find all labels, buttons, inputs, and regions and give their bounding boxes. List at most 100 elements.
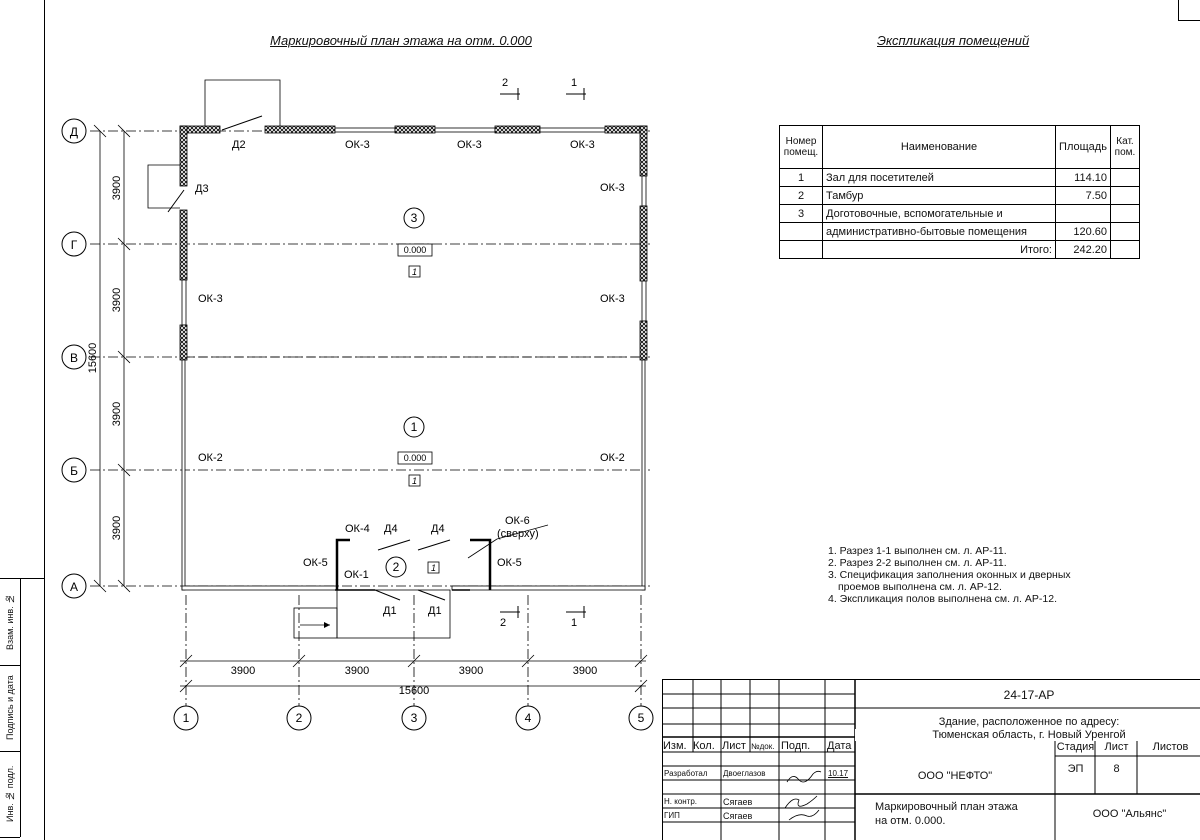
dim-row-4: 3900 xyxy=(111,516,123,540)
table-cell xyxy=(779,222,823,241)
stamp-address-1: Здание, расположенное по адресу: xyxy=(938,716,1120,728)
stamp-hdr-izm: Изм. xyxy=(663,740,687,752)
dim-row-1: 3900 xyxy=(111,176,123,200)
dim-total-h: 15600 xyxy=(399,685,430,697)
label-ok4: ОК-4 xyxy=(345,523,370,535)
table-cell: 120.60 xyxy=(1055,222,1111,241)
notes: 1. Разрез 1-1 выполнен см. л. АР-11. 2. … xyxy=(828,545,1071,605)
label-ok3-d: ОК-3 xyxy=(600,182,625,194)
side-stamp-value-col xyxy=(20,579,45,837)
table-cell-total: 242.20 xyxy=(1055,240,1111,259)
stamp-stadia-value: ЭП xyxy=(1067,763,1084,775)
side-stamp-inventory: Инв. № подл. xyxy=(0,751,20,838)
table-cell: Зал для посетителей xyxy=(822,168,1056,187)
note-2: 2. Разрез 2-2 выполнен см. л. АР-11. xyxy=(828,557,1007,569)
section-1-bottom: 1 xyxy=(571,617,577,629)
label-ok2-a: ОК-2 xyxy=(198,452,223,464)
dim-col-3: 3900 xyxy=(459,665,483,677)
table-cell: 2 xyxy=(779,186,823,205)
table-cell: 114.10 xyxy=(1055,168,1111,187)
table-cell xyxy=(1110,186,1140,205)
label-ok3-f: ОК-3 xyxy=(600,293,625,305)
left-dimensions xyxy=(93,124,648,693)
table-cell: 7.50 xyxy=(1055,186,1111,205)
stamp-gip: ГИП xyxy=(664,811,680,820)
room-2-number: 2 xyxy=(393,560,400,574)
col-header-name: Наименование xyxy=(822,125,1056,169)
stamp-nkontr: Н. контр. xyxy=(664,797,698,806)
grid-col-markers: 1 2 3 4 5 xyxy=(173,705,654,731)
label-ok6: ОК-6 xyxy=(505,515,530,527)
stamp-hdr-podp: Подп. xyxy=(781,740,811,752)
table-cell-total-label: Итого: xyxy=(822,240,1056,259)
table-cell xyxy=(1110,204,1140,223)
title-block: Изм. Кол. Лист №док. Подп. Дата Разработ… xyxy=(662,679,1200,840)
side-stamp-signature: Подпись и дата xyxy=(0,665,20,752)
grid-row-markers: Д Г В Б А xyxy=(61,118,87,599)
side-stamp: Взам. инв. № Подпись и дата Инв. № подл. xyxy=(0,578,45,838)
side-stamp-replace: Взам. инв. № xyxy=(0,579,20,666)
section-2-bottom: 2 xyxy=(500,617,506,629)
table-cell: Доготовочные, вспомогательные и xyxy=(822,204,1056,223)
table-row: 3 Доготовочные, вспомогательные и xyxy=(779,204,1140,223)
table-row-total: Итого: 242.20 xyxy=(779,240,1140,259)
dim-col-1: 3900 xyxy=(231,665,255,677)
stamp-stadia-header: Стадия xyxy=(1056,741,1095,753)
corner-box xyxy=(1178,0,1200,21)
dim-col-4: 3900 xyxy=(573,665,597,677)
room-1-number: 1 xyxy=(411,420,418,434)
section-mark-labels: 2 1 2 1 xyxy=(500,77,577,629)
section-1-top: 1 xyxy=(571,77,577,89)
room-markers: 3 0.000 1 1 0.000 1 2 1 xyxy=(385,207,440,578)
room-3-level: 0.000 xyxy=(404,245,427,255)
grid-row-a: А xyxy=(70,580,78,594)
ok6-leader-2 xyxy=(467,538,498,559)
dim-total-v: 15600 xyxy=(87,343,99,374)
grid-col-1: 1 xyxy=(183,711,190,725)
room-1-level: 0.000 xyxy=(404,453,427,463)
label-ok3-c: ОК-3 xyxy=(570,139,595,151)
stamp-listov-header: Листов xyxy=(1152,741,1189,753)
room-3-category: 1 xyxy=(412,267,417,277)
stamp-list-header: Лист xyxy=(1104,741,1129,753)
table-cell: административно-бытовые помещения xyxy=(822,222,1056,241)
stamp-hdr-kol: Кол. xyxy=(693,740,715,752)
plan-title: Маркировочный план этажа на отм. 0.000 xyxy=(270,33,532,48)
label-ok5-b: ОК-5 xyxy=(497,557,522,569)
stamp-hdr-ndok: №док. xyxy=(751,742,775,751)
label-ok6-note: (сверху) xyxy=(497,528,539,540)
label-d1-b: Д1 xyxy=(428,605,442,617)
table-row: административно-бытовые помещения 120.60 xyxy=(779,222,1140,241)
stamp-razrab-date: 10.17 xyxy=(828,769,849,778)
label-ok3-a: ОК-3 xyxy=(345,139,370,151)
grid-col-2: 2 xyxy=(296,711,303,725)
grid-row-v: В xyxy=(70,351,78,365)
grid-row-d: Д xyxy=(70,125,78,139)
axis-lines xyxy=(90,130,650,706)
col-header-number: Номер помещ. xyxy=(779,125,823,169)
dim-col-2: 3900 xyxy=(345,665,369,677)
col-header-category: Кат. пом. xyxy=(1110,125,1140,169)
stamp-list-value: 8 xyxy=(1113,763,1120,775)
label-ok1: ОК-1 xyxy=(344,569,369,581)
stamp-nkontr-name: Сягаев xyxy=(723,797,753,807)
label-ok3-e: ОК-3 xyxy=(198,293,223,305)
table-cell xyxy=(1110,168,1140,187)
side-stamp-label-col xyxy=(0,579,21,837)
stamp-hdr-data: Дата xyxy=(827,740,852,752)
label-d4-b: Д4 xyxy=(431,523,445,535)
explication-title: Экспликация помещений xyxy=(877,33,1030,48)
label-d2: Д2 xyxy=(232,139,246,151)
note-4: 4. Экспликация полов выполнена см. л. АР… xyxy=(828,593,1057,605)
table-cell: 1 xyxy=(779,168,823,187)
col-header-area: Площадь xyxy=(1055,125,1111,169)
stamp-gip-name: Сягаев xyxy=(723,811,753,821)
element-labels: Д2 Д3 ОК-3 ОК-3 ОК-3 ОК-3 ОК-3 ОК-3 ОК-2… xyxy=(195,139,625,617)
note-3: 3. Спецификация заполнения оконных и две… xyxy=(828,569,1071,581)
label-d4-a: Д4 xyxy=(384,523,398,535)
sheet-frame xyxy=(44,0,1200,840)
stamp-organization: ООО "Альянс" xyxy=(1092,808,1167,820)
label-ok5-a: ОК-5 xyxy=(303,557,328,569)
stamp-razrab-name: Двоеглазов xyxy=(723,769,766,778)
